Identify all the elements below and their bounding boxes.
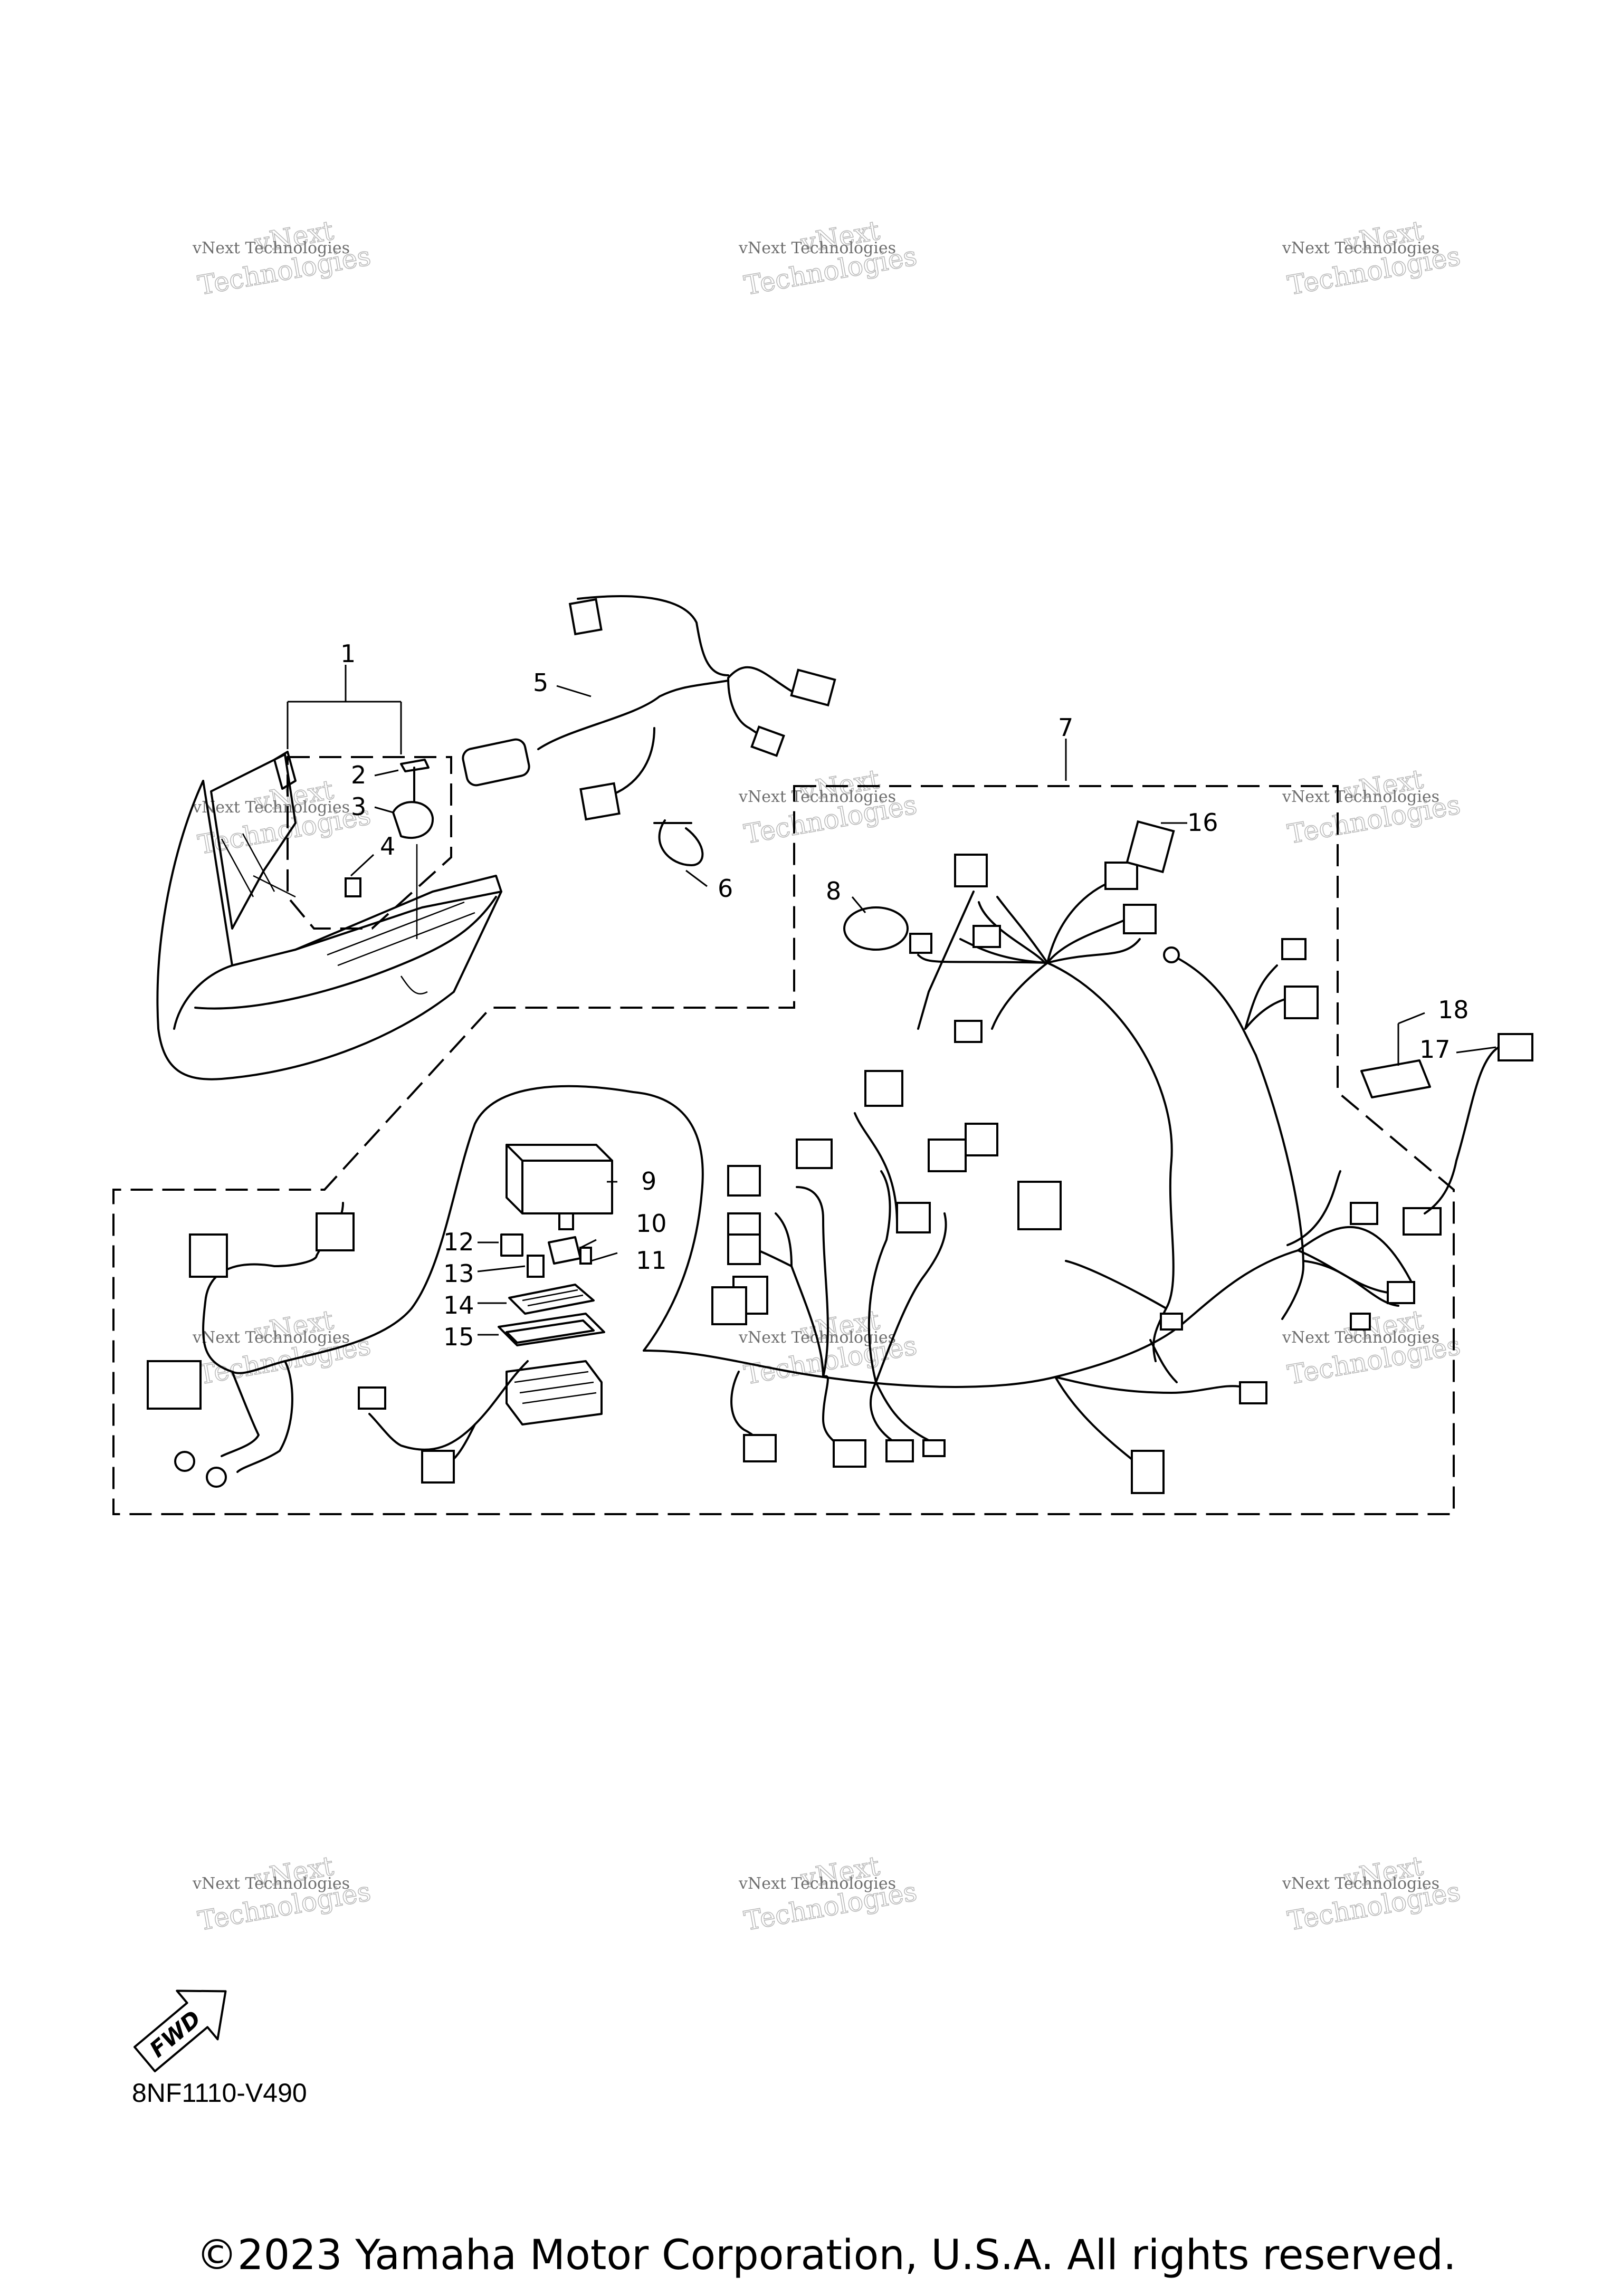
callout-18: 18 xyxy=(1438,996,1469,1024)
callout-14: 14 xyxy=(443,1291,474,1319)
svg-text:vNext Technologies: vNext Technologies xyxy=(1282,1874,1439,1893)
watermark-lowmid-left: Technologies vNext vNext Technologies xyxy=(192,1304,374,1391)
fuse-block-part-14 xyxy=(508,1284,595,1315)
main-harness-connector xyxy=(147,854,1415,1494)
callout-2: 2 xyxy=(351,761,366,789)
callout-4: 4 xyxy=(380,832,395,860)
watermark-top-right: Technologies vNext vNext Technologies xyxy=(1282,215,1463,302)
screw-part xyxy=(400,759,430,803)
main-harness xyxy=(147,854,1415,1494)
headlight-assembly xyxy=(156,751,502,1080)
callout-16: 16 xyxy=(1187,808,1218,837)
svg-text:vNext Technologies: vNext Technologies xyxy=(1282,1328,1439,1347)
callout-17: 17 xyxy=(1419,1035,1451,1064)
callout-5: 5 xyxy=(533,668,548,697)
copyright-notice: ©2023 Yamaha Motor Corporation, U.S.A. A… xyxy=(196,2232,1456,2279)
clamp-part xyxy=(392,801,434,839)
callout-12: 12 xyxy=(443,1228,474,1256)
fuse-part-13 xyxy=(527,1255,545,1278)
callout-labels: 1 2 3 4 5 6 7 8 9 10 11 12 13 14 15 16 1… xyxy=(340,639,1469,1351)
sub-lead-part-17 xyxy=(1403,1033,1533,1236)
svg-text:vNext Technologies: vNext Technologies xyxy=(192,1328,350,1347)
sub-harness-part-5 xyxy=(462,595,836,821)
label-sheet-part-18 xyxy=(1360,1059,1431,1098)
bracket-subassembly-boundary xyxy=(287,756,452,930)
svg-text:vNext Technologies: vNext Technologies xyxy=(738,1874,896,1893)
harness-assembly-boundary xyxy=(112,785,1455,1515)
svg-text:vNext Technologies: vNext Technologies xyxy=(738,788,896,806)
sub-harness-connector xyxy=(462,598,836,821)
callout-7: 7 xyxy=(1058,713,1073,742)
svg-text:vNext Technologies: vNext Technologies xyxy=(192,1874,350,1893)
fuse-box xyxy=(506,1360,603,1426)
watermark-top-center: Technologies vNext vNext Technologies xyxy=(738,215,920,302)
watermark-lowmid-right: Technologies vNext vNext Technologies xyxy=(1282,1304,1463,1391)
callout-9: 9 xyxy=(641,1167,656,1195)
svg-text:vNext Technologies: vNext Technologies xyxy=(738,239,896,257)
watermark-bottom-left: Technologies vNext vNext Technologies xyxy=(192,1850,374,1937)
watermark-bottom-right: Technologies vNext vNext Technologies xyxy=(1282,1850,1463,1937)
watermark-bottom-center: Technologies vNext vNext Technologies xyxy=(738,1850,920,1937)
callout-13: 13 xyxy=(443,1259,474,1288)
band-part xyxy=(653,819,704,866)
fuse-part-11 xyxy=(579,1247,592,1265)
svg-text:vNext Technologies: vNext Technologies xyxy=(192,798,350,817)
diagram-code: 8NF1110-V490 xyxy=(132,2078,307,2108)
svg-text:vNext Technologies: vNext Technologies xyxy=(1282,239,1439,257)
fuse-box-cover xyxy=(506,1144,613,1230)
connector-part-16 xyxy=(1126,820,1175,874)
callout-1: 1 xyxy=(340,639,356,668)
fwd-arrow-icon: FWD xyxy=(134,1989,227,2072)
callout-10: 10 xyxy=(636,1209,667,1238)
callout-8: 8 xyxy=(826,877,841,905)
callout-3: 3 xyxy=(351,792,366,821)
clip-part xyxy=(345,844,418,939)
relay-part-10 xyxy=(548,1236,581,1265)
svg-text:vNext Technologies: vNext Technologies xyxy=(1282,788,1439,806)
callout-6: 6 xyxy=(718,874,733,903)
callout-15: 15 xyxy=(443,1323,474,1351)
relay-part-12 xyxy=(500,1233,523,1257)
watermark-mid-center: Technologies vNext vNext Technologies xyxy=(738,763,920,850)
fuse-tray-part-15 xyxy=(498,1313,605,1346)
watermark-group: Technologies vNext vNext Technologies Te… xyxy=(192,215,1463,1937)
leader-lines xyxy=(287,665,1496,1336)
watermark-mid-right: Technologies vNext vNext Technologies xyxy=(1282,763,1463,850)
callout-11: 11 xyxy=(636,1246,667,1275)
svg-text:vNext Technologies: vNext Technologies xyxy=(192,239,350,257)
watermark-top-left: Technologies vNext vNext Technologies xyxy=(192,215,374,302)
